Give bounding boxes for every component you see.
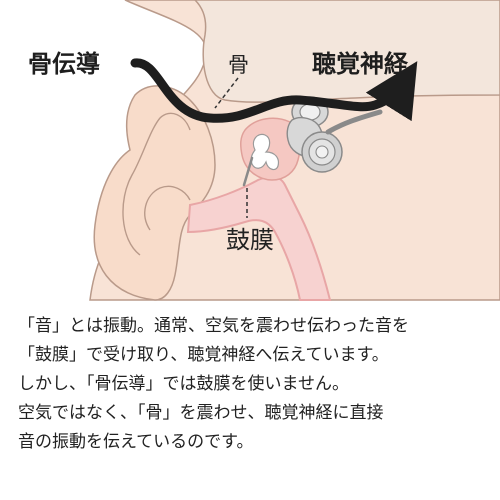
outer-ear-pinna [93, 85, 216, 301]
eardrum-membrane [242, 156, 254, 187]
ossicles [250, 133, 280, 171]
caption-line: 音の振動を伝えているのです。 [18, 432, 254, 452]
label-eardrum: 鼓膜 [226, 226, 274, 254]
bone-leader-line [214, 77, 239, 109]
bone-conduction-arrow [130, 58, 418, 123]
caption-line: 「音」とは振動。通常、空気を震わせ伝わった音を [18, 316, 409, 336]
caption-line: しかし、「骨伝導」では鼓膜を使いません。 [18, 374, 349, 394]
caption-line: 空気ではなく、「骨」を震わせ、聴覚神経に直接 [18, 403, 384, 423]
cochlea-inner [315, 145, 329, 159]
caption-line: 「鼓膜」で受け取り、聴覚神経へ伝えています。 [18, 345, 389, 365]
ear-canal [186, 175, 332, 301]
explanation-text: 「音」とは振動。通常、空気を震わせ伝わった音を 「鼓膜」で受け取り、聴覚神経へ伝… [18, 312, 488, 457]
label-auditory-nerve: 聴覚神経 [312, 50, 409, 78]
pinna-concha [144, 185, 191, 231]
ear-anatomy-illustration: 骨伝導 骨 聴覚神経 鼓膜 [28, 0, 500, 301]
ear-anatomy-diagram: 骨伝導 骨 聴覚神経 鼓膜 [28, 0, 500, 301]
pinna-inner-fold [122, 112, 191, 256]
label-bone: 骨 [228, 53, 249, 77]
label-bone-conduction: 骨伝導 [28, 50, 100, 78]
skull-bone [193, 0, 500, 103]
